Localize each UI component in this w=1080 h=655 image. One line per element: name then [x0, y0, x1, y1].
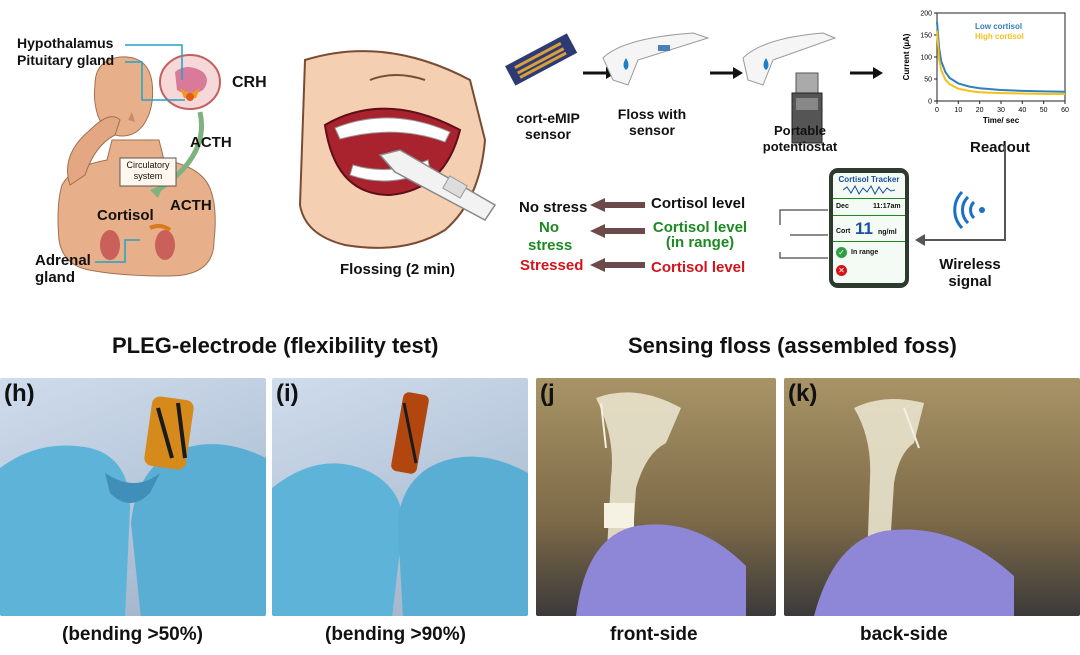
series-line-low [936, 21, 1066, 93]
potentiostat-icon [742, 32, 837, 144]
outcome-no-stress: No stress [519, 199, 588, 216]
label-cortisol: Cortisol [97, 207, 154, 224]
panel-caption-j: front-side [610, 624, 698, 645]
outcome-arrows [590, 198, 828, 272]
x-tick-label: 40 [1018, 107, 1026, 114]
label-wireless: Wireless signal [939, 256, 1001, 290]
panel-tag-k: (k) [788, 380, 818, 407]
sensor-pipeline [505, 32, 883, 144]
label-crh: CRH [232, 74, 267, 91]
label-pituitary: Pituitary gland [17, 52, 115, 68]
y-tick-label: 100 [920, 55, 932, 62]
legend-label: High cortisol [975, 32, 1024, 41]
x-axis-label: Time/ sec [983, 116, 1020, 125]
section-title-pleg: PLEG-electrode (flexibility test) [112, 333, 439, 358]
floss-sensor-icon [602, 32, 710, 86]
x-tick-label: 10 [954, 107, 962, 114]
arrow-icon [873, 67, 883, 79]
series-line-high [936, 30, 1065, 95]
panel-tag-h: (h) [4, 380, 35, 407]
panel-tag-i: (i) [276, 380, 299, 407]
arrow-icon [733, 67, 743, 79]
phone-title: Cortisol Tracker [838, 175, 900, 184]
human-figure [57, 44, 221, 277]
x-tick-label: 20 [976, 107, 984, 114]
check-icon: ✓ [836, 247, 847, 258]
outcome-cortisol-level-1: Cortisol level [651, 195, 746, 212]
y-tick-label: 0 [928, 99, 932, 106]
y-tick-label: 200 [920, 11, 932, 18]
outcome-cortisol-level-3: Cortisol level [651, 259, 746, 276]
phone-app: Cortisol Tracker Dec 11:17am Cort 11 ng/… [829, 168, 909, 288]
sensor-strip-icon [505, 33, 578, 86]
label-hypothalamus: Hypothalamus [17, 35, 114, 51]
panel-caption-h: (bending >50%) [62, 624, 203, 645]
photo-panel-j: (j [536, 378, 776, 616]
phone-cort-label: Cort [836, 228, 851, 235]
wireless-icon [953, 190, 985, 230]
cross-icon: ✕ [836, 265, 847, 276]
phone-screen: Cortisol Tracker Dec 11:17am Cort 11 ng/… [833, 173, 905, 283]
label-readout: Readout [970, 139, 1030, 156]
photo-panel-i: (i) [272, 378, 528, 616]
label-adrenal-gland: Adrenal gland [35, 252, 91, 286]
phone-in-range: In range [851, 249, 879, 256]
phone-cort-value: 11 [855, 219, 873, 238]
panel-caption-k: back-side [860, 624, 948, 645]
label-flossing: Flossing (2 min) [340, 261, 456, 278]
photo-panel-k: (k) [784, 378, 1080, 616]
photo-panel-h: (h) [0, 378, 266, 616]
phone-month: Dec [836, 203, 849, 210]
label-potentiostat: Portable potentiostat [762, 123, 838, 154]
x-tick-label: 60 [1061, 107, 1069, 114]
y-tick-label: 50 [924, 77, 932, 84]
panel-caption-i: (bending >90%) [325, 624, 466, 645]
section-title-sensing: Sensing floss (assembled foss) [628, 333, 957, 358]
mouth-illustration [298, 50, 497, 249]
label-floss-with-sensor: Floss with sensor [617, 106, 687, 138]
outcome-cortisol-level-range: Cortisol level (in range) [652, 219, 748, 251]
phone-cort-unit: ng/ml [878, 229, 897, 236]
outcome-stressed: Stressed [520, 257, 584, 274]
waveform-icon [843, 185, 895, 195]
outcome-no-stress-green: No stress [528, 219, 573, 254]
label-acth-top: ACTH [190, 134, 232, 151]
label-circulatory-system: Circulatory system [126, 160, 170, 181]
phone-time: 11:17am [873, 203, 901, 210]
legend-label: Low cortisol [975, 22, 1022, 31]
x-tick-label: 50 [1040, 107, 1048, 114]
y-tick-label: 150 [920, 33, 932, 40]
anatomy-illustration [57, 44, 221, 277]
x-tick-label: 30 [997, 107, 1005, 114]
x-tick-label: 0 [935, 107, 939, 114]
wireless-connector [915, 145, 1006, 246]
label-sensor: cort-eMIP sensor [516, 110, 580, 142]
label-acth-mid: ACTH [170, 197, 212, 214]
panel-tag-j: (j [540, 380, 555, 407]
y-axis-label: Current (µA) [902, 33, 911, 80]
